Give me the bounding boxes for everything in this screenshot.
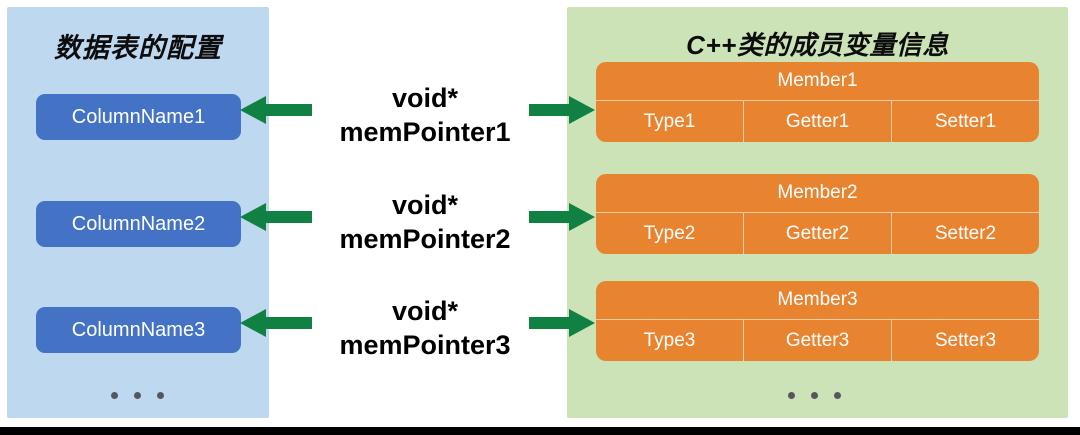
- member-block-2[interactable]: Member2 Type2 Getter2 Setter2: [596, 174, 1039, 254]
- arrow-left-2: [240, 202, 312, 232]
- pointer-label-3-line1: void*: [391, 296, 458, 326]
- ellipsis-dot: [834, 392, 841, 399]
- ellipsis-dot: [111, 392, 118, 399]
- member-cells-2: Type2 Getter2 Setter2: [596, 213, 1039, 254]
- member-type-2[interactable]: Type2: [643, 222, 696, 244]
- left-panel-data-table-config: 数据表的配置 ColumnName1 ColumnName2 ColumnNam…: [7, 7, 269, 418]
- member-setter-3[interactable]: Setter3: [891, 320, 1039, 361]
- member-type-3[interactable]: Type3: [643, 329, 696, 351]
- column-name-label-3: ColumnName3: [71, 318, 206, 341]
- pointer-label-2-line2: memPointer2: [339, 223, 511, 254]
- member-cells-3: Type3 Getter3 Setter3: [596, 320, 1039, 361]
- member-name-3: Member3: [596, 281, 1039, 320]
- column-name-box-1[interactable]: ColumnName1: [36, 94, 241, 140]
- pointer-label-2: void* memPointer2: [285, 189, 565, 257]
- arrow-right-1: [529, 95, 595, 125]
- arrow-left-3: [240, 308, 312, 338]
- arrow-right-2: [529, 202, 595, 232]
- arrow-left-1: [240, 95, 312, 125]
- bottom-bar: [0, 427, 1080, 435]
- pointer-label-1-line1: void*: [391, 83, 458, 113]
- column-name-label-1: ColumnName1: [71, 105, 206, 128]
- member-getter-2[interactable]: Getter2: [743, 213, 891, 254]
- ellipsis-dot: [811, 392, 818, 399]
- member-setter-1[interactable]: Setter1: [891, 101, 1039, 142]
- ellipsis-dot: [157, 392, 164, 399]
- member-block-1[interactable]: Member1 Type1 Getter1 Setter1: [596, 62, 1039, 142]
- member-cells-1: Type1 Getter1 Setter1: [596, 101, 1039, 142]
- ellipsis-dot: [788, 392, 795, 399]
- member-name-1: Member1: [596, 62, 1039, 101]
- right-panel-ellipsis: [788, 392, 841, 399]
- arrow-right-3: [529, 308, 595, 338]
- left-panel-title: 数据表的配置: [54, 33, 222, 63]
- column-name-label-2: ColumnName2: [71, 212, 206, 235]
- pointer-label-3-line2: memPointer3: [339, 329, 511, 360]
- right-panel-title: C++类的成员变量信息: [686, 30, 949, 60]
- left-panel-ellipsis: [111, 392, 164, 399]
- pointer-label-2-line1: void*: [391, 190, 458, 220]
- member-setter-2[interactable]: Setter2: [891, 213, 1039, 254]
- pointer-label-1-line2: memPointer1: [339, 116, 511, 147]
- member-getter-1[interactable]: Getter1: [743, 101, 891, 142]
- column-name-box-2[interactable]: ColumnName2: [36, 201, 241, 247]
- ellipsis-dot: [134, 392, 141, 399]
- column-name-box-3[interactable]: ColumnName3: [36, 307, 241, 353]
- pointer-label-3: void* memPointer3: [285, 295, 565, 363]
- member-getter-3[interactable]: Getter3: [743, 320, 891, 361]
- pointer-label-1: void* memPointer1: [285, 82, 565, 150]
- member-type-1[interactable]: Type1: [643, 110, 696, 132]
- member-block-3[interactable]: Member3 Type3 Getter3 Setter3: [596, 281, 1039, 361]
- member-name-2: Member2: [596, 174, 1039, 213]
